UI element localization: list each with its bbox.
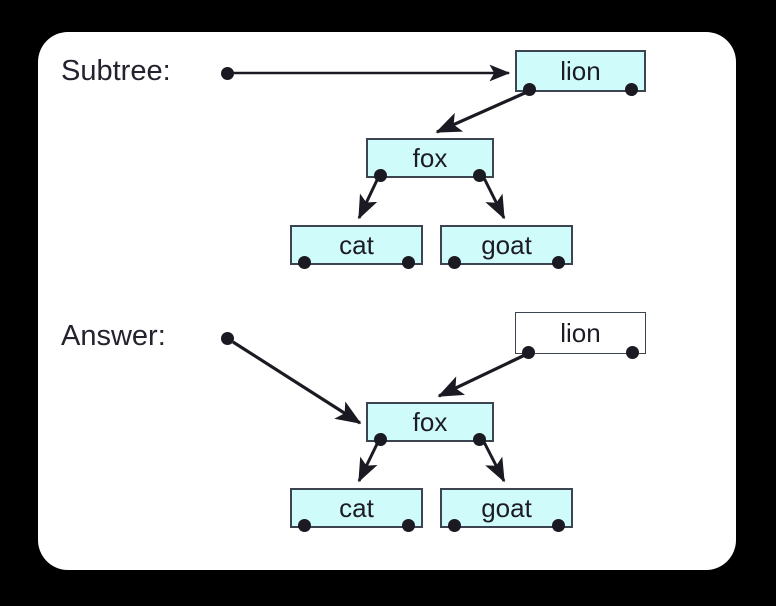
edge-fox-to-goat xyxy=(482,177,506,220)
subtree-node-cat-right-port xyxy=(402,256,415,269)
answer-edges xyxy=(232,340,528,483)
answer-root-pointer-dot xyxy=(221,332,234,345)
subtree-node-cat-label: cat xyxy=(339,230,374,260)
subtree-node-cat-left-port xyxy=(298,256,311,269)
answer-node-goat-right-port xyxy=(552,519,565,532)
subtree-node-lion-left-port xyxy=(523,83,536,96)
subtree-node-fox-right-port xyxy=(473,169,486,182)
subtree-node-lion[interactable]: lion xyxy=(515,50,646,96)
subtree-node-cat[interactable]: cat xyxy=(290,225,423,269)
subtree-node-lion-right-port xyxy=(625,83,638,96)
subtree-node-goat[interactable]: goat xyxy=(440,225,573,269)
answer-node-fox-right-port xyxy=(473,433,486,446)
subtree-node-goat-left-port xyxy=(448,256,461,269)
subtree-node-fox-left-port xyxy=(374,169,387,182)
answer-node-cat[interactable]: cat xyxy=(290,488,423,532)
answer-node-fox-left-port xyxy=(374,433,387,446)
subtree-node-goat-label: goat xyxy=(481,230,532,260)
answer-node-goat[interactable]: goat xyxy=(440,488,573,532)
answer-node-goat-label: goat xyxy=(481,493,532,523)
subtree-node-lion-label: lion xyxy=(560,56,601,86)
edge-answer-lion-to-fox xyxy=(437,352,528,398)
subtree-root-pointer-dot xyxy=(221,67,234,80)
answer-node-lion-label: lion xyxy=(560,318,601,348)
answer-node-cat-left-port xyxy=(298,519,311,532)
white-card-background xyxy=(38,32,736,570)
answer-node-fox-label: fox xyxy=(412,407,448,437)
edge-answer-fox-to-goat xyxy=(482,441,506,483)
answer-node-goat-left-port xyxy=(448,519,461,532)
subtree-node-fox[interactable]: fox xyxy=(366,138,494,182)
subtree-edges xyxy=(233,64,528,220)
answer-node-cat-right-port xyxy=(402,519,415,532)
answer-node-fox[interactable]: fox xyxy=(366,402,494,446)
answer-node-lion[interactable]: lion xyxy=(515,312,646,359)
subtree-node-goat-right-port xyxy=(552,256,565,269)
edge-lion-to-fox xyxy=(435,90,528,134)
answer-node-lion-left-port xyxy=(522,346,535,359)
section-label-answer: Answer: xyxy=(61,320,166,352)
answer-node-lion-right-port xyxy=(626,346,639,359)
answer-node-cat-label: cat xyxy=(339,493,374,523)
subtree-node-fox-label: fox xyxy=(412,143,448,173)
edge-fox-to-cat xyxy=(357,177,380,220)
section-label-subtree: Subtree: xyxy=(61,55,171,87)
edge-answer-fox-to-cat xyxy=(357,441,380,483)
edge-answer-root-to-fox xyxy=(232,340,362,425)
